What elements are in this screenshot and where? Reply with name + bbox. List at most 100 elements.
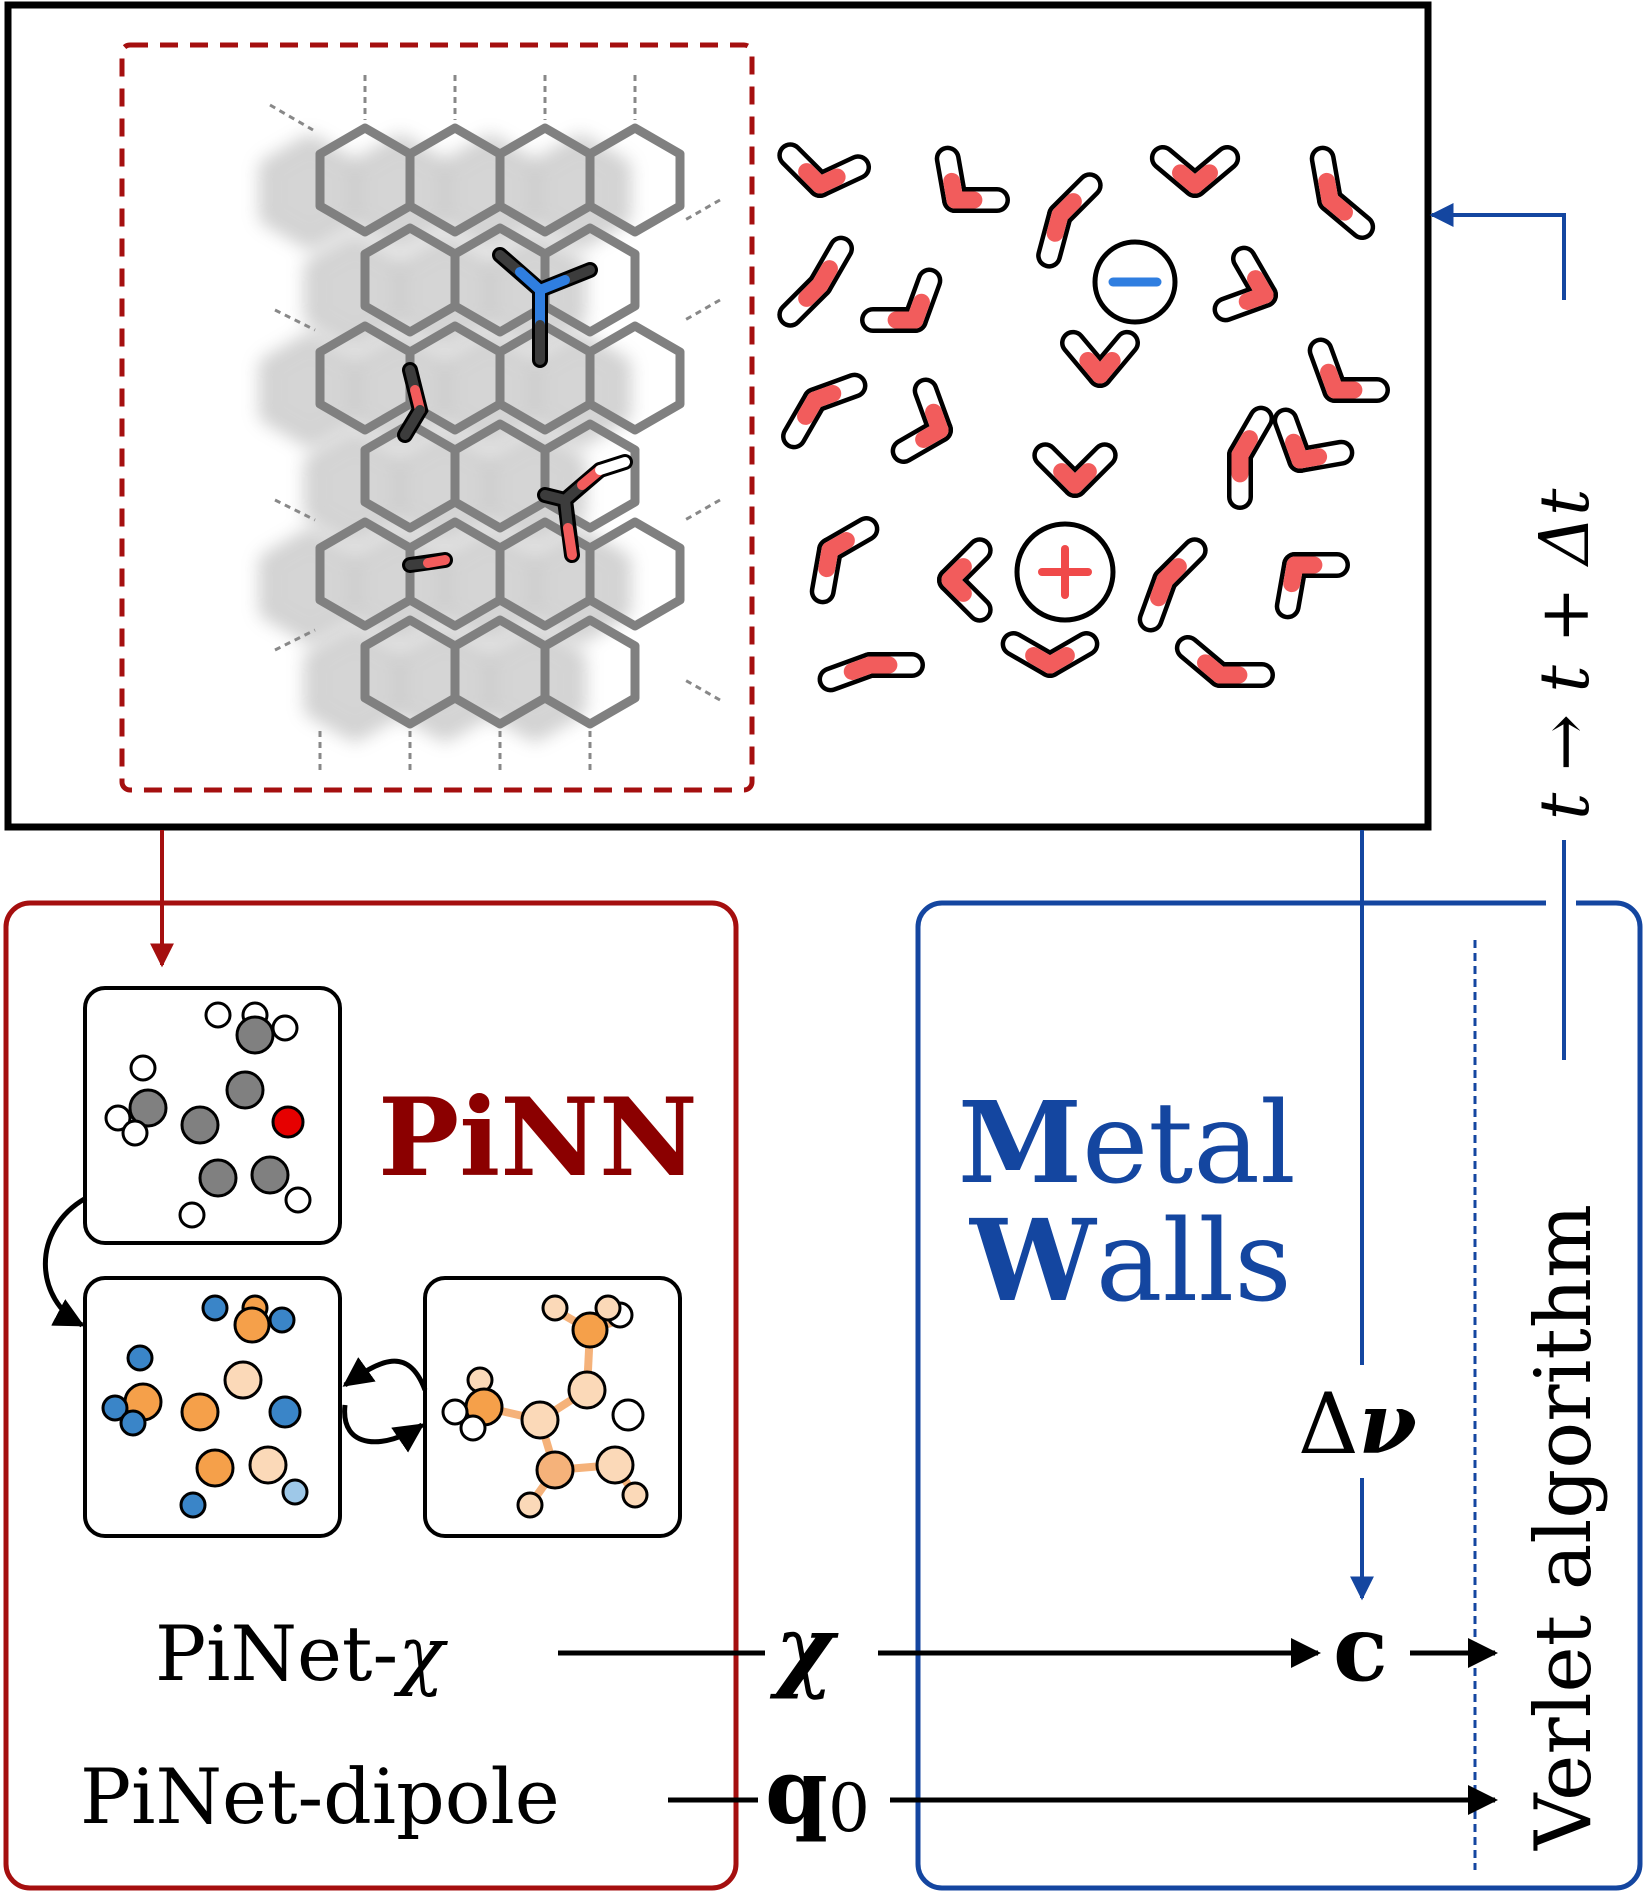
water-molecule bbox=[809, 516, 880, 605]
water-molecule bbox=[1149, 145, 1241, 198]
verlet-label: Verlet algorithm bbox=[1519, 1204, 1609, 1851]
input-structure-atoms bbox=[104, 1001, 312, 1229]
atom bbox=[594, 1294, 622, 1322]
anion bbox=[1092, 239, 1178, 325]
electrode-shadow-hex bbox=[260, 528, 360, 644]
atom bbox=[250, 1155, 290, 1195]
graphene-hexagon bbox=[540, 419, 640, 533]
delta-nu-label-gap bbox=[1290, 1370, 1430, 1475]
water-molecule bbox=[1227, 405, 1274, 510]
pinn-region-box bbox=[119, 42, 755, 793]
atom bbox=[248, 1445, 288, 1485]
water-molecule bbox=[1000, 631, 1100, 678]
timestep-label-gap bbox=[1540, 300, 1590, 840]
atom bbox=[195, 1448, 235, 1488]
dangling-bond bbox=[684, 298, 721, 322]
water-molecule bbox=[1036, 172, 1103, 269]
atom bbox=[520, 1400, 560, 1440]
dangling-bond bbox=[274, 628, 316, 652]
atom bbox=[441, 1398, 469, 1426]
atom bbox=[541, 1294, 569, 1322]
hydroxyl-group-1 bbox=[397, 362, 429, 443]
water-molecules bbox=[777, 142, 1390, 693]
atom bbox=[595, 1445, 635, 1485]
water-molecule bbox=[1137, 537, 1208, 633]
atom bbox=[104, 1104, 132, 1132]
water-molecule bbox=[1060, 329, 1140, 388]
q0-label-gap bbox=[760, 1748, 885, 1848]
metalwalls-title-line1: Metal bbox=[958, 1078, 1296, 1209]
carboxyl-group bbox=[537, 454, 633, 563]
electrode-shadow-hex bbox=[260, 134, 360, 250]
curved-arrow-atomic-to-pair bbox=[342, 1404, 425, 1453]
atom bbox=[179, 1491, 207, 1519]
atom bbox=[128, 1088, 168, 1128]
water-molecule bbox=[777, 142, 872, 198]
atom bbox=[535, 1450, 575, 1490]
atom bbox=[119, 1409, 147, 1437]
electrode-shadow-hex bbox=[305, 626, 405, 742]
dangling-bond bbox=[274, 308, 316, 332]
dangling-bond bbox=[684, 498, 721, 522]
atom bbox=[129, 1054, 157, 1082]
hydroxyl-group-2 bbox=[402, 552, 453, 573]
water-molecule bbox=[817, 652, 925, 693]
atom bbox=[198, 1158, 238, 1198]
water-molecule bbox=[1032, 442, 1118, 498]
atom bbox=[271, 1105, 305, 1139]
chi-label-gap bbox=[768, 1600, 868, 1705]
atom bbox=[225, 1070, 265, 1110]
dangling-bond bbox=[684, 198, 721, 222]
water-molecule bbox=[937, 537, 993, 623]
atom bbox=[271, 1014, 299, 1042]
dangling-bond bbox=[269, 103, 314, 132]
dangling-bond bbox=[274, 498, 316, 522]
atom bbox=[281, 1478, 309, 1506]
atom bbox=[621, 1481, 649, 1509]
pair-feature-graph bbox=[441, 1294, 649, 1519]
atom bbox=[180, 1392, 220, 1432]
atom bbox=[567, 1370, 607, 1410]
graphene-hexagon bbox=[585, 517, 685, 631]
atom bbox=[126, 1344, 154, 1372]
atom bbox=[121, 1119, 149, 1147]
graphene-hexagon bbox=[585, 123, 685, 237]
water-molecule bbox=[860, 267, 943, 333]
timestep-label: t → t + Δt bbox=[1526, 488, 1605, 820]
atom bbox=[571, 1311, 609, 1349]
simulation-box bbox=[4, 1, 1432, 831]
amine-group bbox=[492, 247, 598, 368]
graphene-electrode bbox=[269, 75, 721, 770]
water-molecule bbox=[934, 145, 1010, 213]
atom bbox=[268, 1395, 302, 1429]
verlet-label-gap bbox=[1500, 1060, 1610, 1860]
water-molecule bbox=[777, 235, 854, 328]
metalwalls-title-line2: Walls bbox=[969, 1196, 1292, 1327]
atom bbox=[201, 1294, 229, 1322]
graphene-hexagon bbox=[540, 223, 640, 337]
atomic-feature-atoms bbox=[101, 1294, 309, 1519]
water-molecule bbox=[1212, 245, 1278, 323]
electrode-shadow-hex bbox=[260, 332, 360, 448]
atom bbox=[233, 1306, 271, 1344]
water-molecule bbox=[1272, 407, 1355, 473]
water-molecule bbox=[1274, 552, 1350, 620]
loop-line-gap bbox=[1546, 895, 1576, 915]
cation bbox=[1014, 521, 1116, 623]
atom bbox=[284, 1186, 312, 1214]
curved-arrow-pair-to-atomic bbox=[342, 1357, 428, 1391]
atom bbox=[101, 1394, 129, 1422]
atom bbox=[178, 1201, 206, 1229]
pinet-dipole-label: PiNet-dipole bbox=[80, 1752, 560, 1841]
water-molecule bbox=[1309, 145, 1376, 240]
atom bbox=[611, 1398, 645, 1432]
atom bbox=[235, 1015, 275, 1055]
atom bbox=[223, 1360, 263, 1400]
water-molecule bbox=[890, 377, 953, 464]
dangling-bond bbox=[684, 678, 721, 702]
q0-symbol: q0 bbox=[765, 1739, 870, 1847]
atom bbox=[204, 1001, 232, 1029]
delta-nu-label: Δν bbox=[1298, 1374, 1417, 1473]
